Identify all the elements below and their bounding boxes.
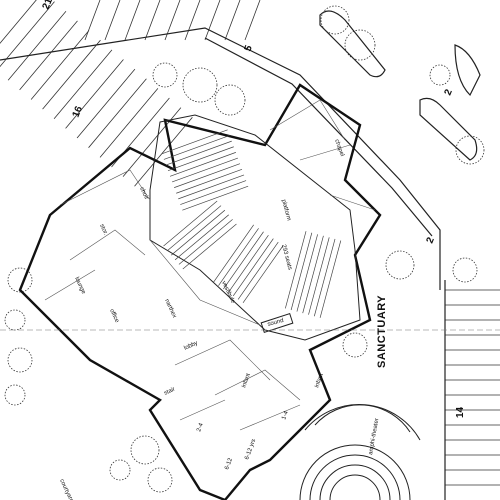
label-choir: choir [138,186,149,200]
label-office: office [108,308,120,324]
label-platform: platform [280,199,291,222]
parking-number-2b: 2 [425,235,437,245]
parking-stalls-right [444,280,500,500]
label-age-1-4: 1-4 [281,410,290,421]
road-edges [0,10,481,290]
label-seats: 293 seats [280,244,293,271]
label-vestibule: vestibule [220,280,236,305]
building-outline [18,83,382,500]
parking-stalls-top [84,0,261,41]
landscape-trees [4,5,485,493]
label-stair: stair [163,387,176,397]
label-age-2-4: 2-4 [196,422,205,433]
label-age-6-12: 6-12 yrs [244,438,257,460]
label-sanctuary: SANCTUARY [376,295,388,368]
label-lobby: lobby [183,340,199,351]
parking-number-16: 16 [71,104,86,119]
amphitheater [299,403,421,500]
label-chapel: chapel [333,139,345,158]
label-sound: sound [267,318,284,328]
sanctuary-pews [161,129,342,318]
label-narthex: narthex [163,298,177,319]
parking-number-14: 14 [455,406,466,418]
label-infant-2: infant [314,373,325,389]
label-infant: infant [241,373,252,389]
parking-number-5: 5 [243,43,255,53]
parking-number-21: 21 [41,0,56,11]
label-age-6-12-b: 6-12 [224,457,234,471]
label-storage: stor. [98,223,108,236]
label-courtyard: courtyard [58,478,74,500]
label-lounge: lounge [73,276,86,295]
parking-stalls-upper-left [0,0,193,187]
interior-partitions [44,99,376,431]
parking-number-2a: 2 [443,87,455,97]
